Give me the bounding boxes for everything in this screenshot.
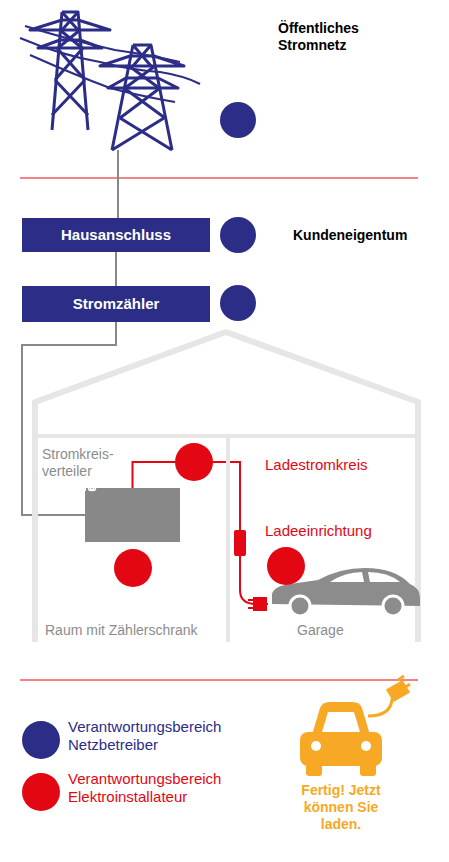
process-box: Hausanschluss bbox=[22, 218, 210, 252]
room-label: Raum mit Zählerschrank bbox=[45, 622, 198, 639]
responsibility-dot bbox=[220, 217, 256, 253]
process-box: Stromzähler bbox=[22, 286, 210, 322]
node-heading: Stromkreis- verteiler bbox=[42, 446, 124, 480]
ownership-label: Kundeneigentum bbox=[293, 227, 407, 244]
legend-label: Verantwortungsbereich Netzbetreiber bbox=[68, 718, 253, 754]
responsibility-dot bbox=[175, 443, 213, 481]
legend-swatch bbox=[22, 721, 60, 759]
car-wheel bbox=[290, 596, 310, 616]
legend-label: Verantwortungsbereich Elektroinstallateu… bbox=[68, 770, 253, 806]
responsibility-dot bbox=[220, 102, 256, 138]
responsibility-dot bbox=[220, 285, 256, 321]
responsibility-dot bbox=[114, 549, 152, 587]
car-window bbox=[330, 572, 400, 582]
separator-line bbox=[20, 178, 418, 179]
node-heading: Ladeeinrichtung bbox=[265, 522, 372, 540]
edge-label: Ladestromkreis bbox=[265, 456, 368, 474]
power-pylons bbox=[20, 12, 200, 150]
charging-unit: Ladeeinrichtung bbox=[234, 530, 246, 556]
box-label: Stromzähler bbox=[73, 295, 160, 313]
charging-plug bbox=[248, 598, 266, 610]
separator-line bbox=[20, 680, 418, 681]
distribution-board: Stromkreis- verteiler bbox=[85, 488, 180, 542]
connector bbox=[115, 252, 117, 286]
box-label: Hausanschluss bbox=[61, 226, 171, 244]
room-label: Garage bbox=[297, 622, 344, 639]
ready-car-icon bbox=[300, 676, 410, 776]
panel-doors bbox=[85, 488, 180, 542]
supply-line bbox=[117, 150, 119, 218]
status-note: Fertig! Jetzt können Sie laden. bbox=[290, 782, 392, 832]
charging-cable bbox=[240, 556, 268, 604]
legend-item: Verantwortungsbereich Netzbetreiber bbox=[0, 718, 260, 762]
legend-swatch bbox=[22, 773, 60, 811]
car-wheel bbox=[383, 596, 403, 616]
legend-item: Verantwortungsbereich Elektroinstallateu… bbox=[0, 770, 260, 814]
grid-label: Öffentliches Stromnetz bbox=[278, 20, 398, 54]
responsibility-dot bbox=[267, 547, 305, 585]
